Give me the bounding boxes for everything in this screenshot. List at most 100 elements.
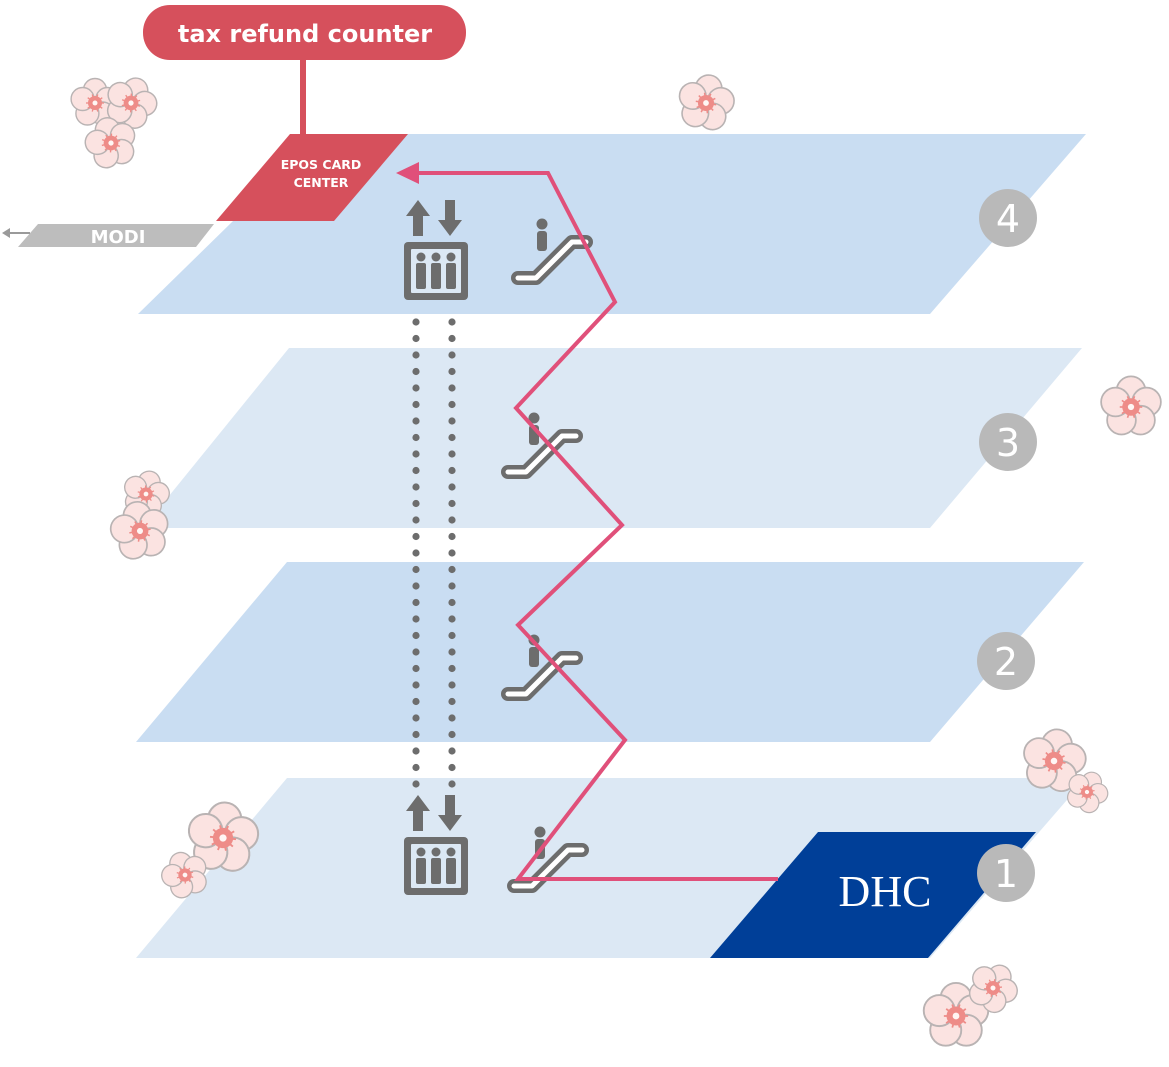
- floor-2: [136, 562, 1084, 742]
- blossom-decorations: [70, 69, 1162, 1047]
- cherry-blossom-icon: [155, 844, 215, 904]
- shaft-dot: [448, 714, 456, 722]
- shaft-dot: [448, 433, 456, 442]
- cherry-blossom-icon: [960, 954, 1027, 1020]
- shaft-dot: [412, 565, 420, 574]
- shaft-dot: [412, 384, 420, 392]
- floor-2-plane: [136, 562, 1084, 742]
- tax-refund-label: tax refund counter: [178, 20, 432, 48]
- shaft-dot: [412, 466, 420, 475]
- shaft-dot: [412, 400, 420, 409]
- dhc-store-area: [710, 832, 1036, 958]
- shaft-dot: [448, 747, 456, 755]
- shaft-dot: [412, 598, 420, 607]
- shaft-dot: [412, 499, 420, 508]
- shaft-dot: [448, 351, 456, 359]
- shaft-dot: [448, 615, 456, 623]
- shaft-dot: [412, 367, 420, 376]
- shaft-dot: [448, 417, 456, 425]
- shaft-dot: [448, 532, 456, 541]
- shaft-dot: [412, 747, 420, 755]
- cherry-blossom-icon: [1100, 375, 1162, 436]
- shaft-dot: [412, 549, 420, 557]
- escalator-icon: [511, 218, 593, 285]
- shaft-dot: [448, 664, 456, 673]
- shaft-dot: [448, 631, 456, 640]
- shaft-dot: [448, 697, 456, 706]
- shaft-dot: [448, 384, 456, 392]
- elevator-shaft-dots: [412, 318, 456, 788]
- shaft-dot: [412, 648, 420, 656]
- floor-3: [143, 348, 1082, 528]
- shaft-dot: [412, 763, 420, 772]
- route-arrow-head: [396, 162, 419, 184]
- cherry-blossom-icon: [79, 110, 142, 173]
- shaft-dot: [448, 318, 456, 326]
- shaft-dot: [412, 516, 420, 524]
- cherry-blossom-icon: [184, 798, 262, 874]
- shaft-dot: [412, 615, 420, 623]
- shaft-dot: [412, 483, 420, 491]
- cherry-blossom-icon: [70, 77, 120, 126]
- shaft-dot: [448, 598, 456, 607]
- shaft-dot: [448, 450, 456, 458]
- floor-3-plane: [143, 348, 1082, 528]
- shaft-dot: [412, 351, 420, 359]
- cherry-blossom-icon: [673, 69, 739, 134]
- floor-number-4: 4: [996, 197, 1020, 241]
- shaft-dot: [448, 780, 456, 788]
- shaft-dot: [448, 565, 456, 574]
- tax-refund-badge: [143, 5, 466, 60]
- epos-line-1: EPOS CARD: [281, 157, 362, 172]
- floor-4: [138, 134, 1086, 314]
- shaft-dot: [448, 549, 456, 557]
- shaft-dot: [412, 417, 420, 425]
- shaft-dot: [412, 582, 420, 590]
- floor-number-2: 2: [994, 640, 1018, 684]
- elevator-icon: [404, 200, 468, 300]
- floor-number-1: 1: [994, 852, 1018, 896]
- shaft-dot: [412, 631, 420, 640]
- shaft-dot: [412, 681, 420, 689]
- shaft-dot: [448, 334, 456, 343]
- cherry-blossom-icon: [922, 981, 990, 1047]
- elevator-icon: [404, 795, 468, 895]
- shaft-dot: [412, 532, 420, 541]
- shaft-dot: [448, 483, 456, 491]
- route-line: [416, 171, 778, 881]
- shaft-dot: [448, 466, 456, 475]
- cherry-blossom-icon: [98, 69, 165, 135]
- cherry-blossom-icon: [105, 496, 174, 563]
- shaft-dot: [412, 714, 420, 722]
- cherry-blossom-icon: [1017, 723, 1092, 796]
- epos-card-center-area: [216, 134, 408, 221]
- shaft-dot: [448, 681, 456, 689]
- modi-label: MODI: [91, 227, 146, 248]
- floor-badge-1: 1: [977, 844, 1035, 902]
- floor-number-3: 3: [996, 421, 1020, 465]
- shaft-dot: [412, 334, 420, 343]
- shaft-dot: [448, 763, 456, 772]
- shaft-dot: [448, 400, 456, 409]
- floor-badge-2: 2: [977, 632, 1035, 690]
- shaft-dot: [448, 516, 456, 524]
- epos-line-2: CENTER: [294, 175, 349, 190]
- shaft-dot: [412, 450, 420, 458]
- shaft-dot: [448, 730, 456, 739]
- floor-badge-4: 4: [979, 189, 1037, 247]
- shaft-dot: [448, 582, 456, 590]
- shaft-dot: [412, 780, 420, 788]
- shaft-dot: [448, 648, 456, 656]
- modi-connector-band: [18, 224, 214, 247]
- escalator-icon: [501, 634, 583, 701]
- shaft-dot: [412, 697, 420, 706]
- cherry-blossom-icon: [117, 464, 175, 521]
- modi-arrow-head: [2, 228, 10, 238]
- floor-4-plane: [138, 134, 1086, 314]
- shaft-dot: [448, 367, 456, 376]
- dhc-label: DHC: [839, 867, 932, 916]
- shaft-dot: [412, 318, 420, 326]
- cherry-blossom-icon: [1060, 763, 1115, 819]
- shaft-dot: [412, 433, 420, 442]
